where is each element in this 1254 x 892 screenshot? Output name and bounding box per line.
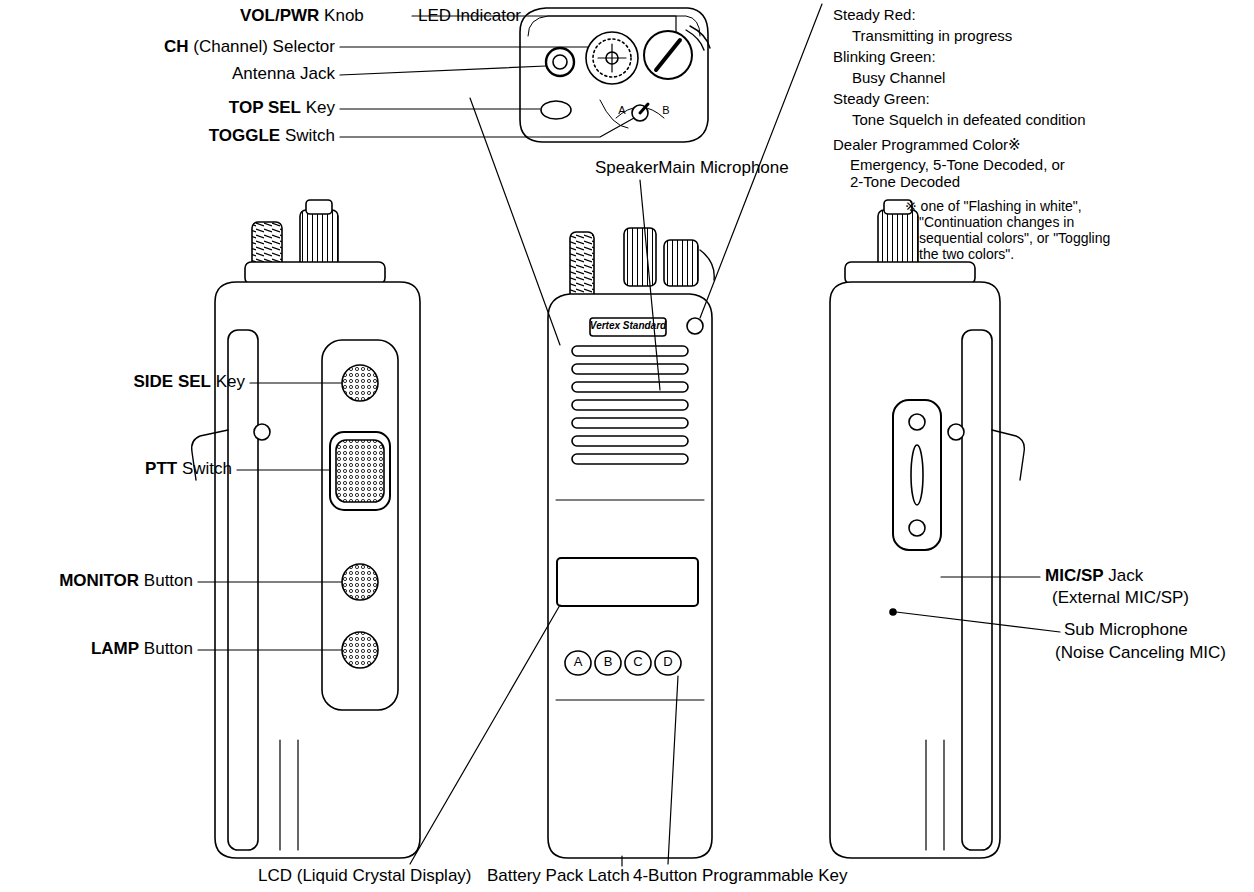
callout-text-group: B (662, 104, 669, 117)
part-label: Jack (1108, 566, 1143, 585)
part-label: (Channel) Selector (193, 37, 335, 56)
part-label: Key (216, 372, 245, 391)
part-label: Battery Pack Latch (487, 866, 630, 885)
callout-text-group: LAMP Button (91, 639, 193, 659)
front-view (548, 228, 714, 858)
left-side-view (192, 200, 420, 858)
footnote: ※ one of "Flashing in white", "Continuat… (905, 198, 1110, 262)
button-letter: D (663, 654, 672, 669)
callout-text-group: PTT Switch (145, 459, 232, 479)
part-label: 4-Button Programmable Key (633, 866, 848, 885)
part-label: TOGGLE (209, 126, 280, 145)
led-legend-text: Busy Channel (852, 69, 945, 86)
callout-text-group: Battery Pack Latch (487, 866, 630, 886)
callout-text-group: Busy Channel (852, 69, 945, 86)
callout-text-group: Dealer Programmed Color※ (833, 136, 1021, 153)
part-label: PTT (145, 459, 177, 478)
callout-text-group: (External MIC/SP) (1052, 588, 1189, 608)
callout-text-group: SIDE SEL Key (133, 372, 245, 392)
callout-text-group: MONITOR Button (59, 571, 193, 591)
brand-badge: Vertex Standard (590, 320, 666, 331)
led-legend-text: Steady Red: (833, 6, 916, 23)
part-label: LCD (Liquid Crystal Display) (258, 866, 472, 885)
callout-text-group: LCD (Liquid Crystal Display) (258, 866, 472, 886)
switch-position: A (618, 104, 625, 116)
part-label: Main Microphone (658, 158, 788, 177)
callout-text-group: TOGGLE Switch (209, 126, 335, 146)
callout-text-group: MIC/SPJack (1045, 566, 1143, 586)
button-letter: C (633, 654, 642, 669)
callout-text-group: SpeakerMain Microphone (595, 158, 789, 178)
callout-text-group: D (663, 655, 672, 670)
callout-text-group: 4-Button Programmable Key (633, 866, 848, 886)
part-label: MIC/SP (1045, 566, 1104, 585)
part-label: LED Indicator (418, 6, 521, 25)
part-label: Speaker (595, 158, 658, 177)
callout-text-group: (Noise Canceling MIC) (1055, 643, 1226, 663)
part-label: (External MIC/SP) (1052, 588, 1189, 607)
part-label: VOL/PWR (240, 6, 319, 25)
callout-text-group: VOL/PWR Knob (240, 6, 364, 26)
callout-text-group: Steady Red: (833, 6, 916, 23)
callout-text-group: Vertex Standard (590, 320, 666, 332)
led-legend-text: Dealer Programmed Color※ (833, 136, 1021, 153)
part-label: Button (144, 639, 193, 658)
callout-text-group: B (604, 655, 613, 670)
callout-text-group: TOP SEL Key (229, 98, 335, 118)
callout-text-group: Steady Green: (833, 90, 930, 107)
callout-text-group: Blinking Green: (833, 48, 936, 65)
part-label: Antenna Jack (232, 64, 335, 83)
led-legend-text: Transmitting in progress (852, 27, 1012, 44)
callout-text-group: A (574, 655, 583, 670)
callout-text-group: Antenna Jack (232, 64, 335, 84)
part-label: SIDE SEL (133, 372, 210, 391)
part-label: CH (164, 37, 189, 56)
callout-text-group: Transmitting in progress (852, 27, 1012, 44)
part-label: Switch (182, 459, 232, 478)
led-legend-text: Tone Squelch in defeated condition (852, 111, 1086, 128)
switch-position: B (662, 104, 669, 116)
callout-text-group: C (633, 655, 642, 670)
part-label: Switch (285, 126, 335, 145)
part-label: TOP SEL (229, 98, 301, 117)
callout-text-group: CH(Channel) Selector (164, 37, 335, 57)
part-label: Sub Microphone (1064, 620, 1188, 639)
part-label: LAMP (91, 639, 139, 658)
part-label: MONITOR (59, 571, 139, 590)
callout-text-group: Tone Squelch in defeated condition (852, 111, 1086, 128)
part-label: (Noise Canceling MIC) (1055, 643, 1226, 662)
part-label: Key (306, 98, 335, 117)
callout-text-group: Sub Microphone (1064, 620, 1188, 640)
callout-text-group: A (618, 104, 625, 117)
button-letter: A (574, 654, 583, 669)
led-legend-text: Emergency, 5-Tone Decoded, or 2-Tone Dec… (850, 156, 1065, 190)
callout-text-group: ※ one of "Flashing in white", "Continuat… (905, 198, 1124, 262)
top-view (520, 8, 710, 142)
leader-lines (198, 4, 1060, 866)
callout-text-group: Emergency, 5-Tone Decoded, or 2-Tone Dec… (850, 156, 1072, 191)
led-legend-text: Steady Green: (833, 90, 930, 107)
callout-text-group: LED Indicator (418, 6, 521, 26)
button-letter: B (604, 654, 613, 669)
part-label: Knob (324, 6, 364, 25)
right-side-view (830, 200, 1024, 858)
part-label: Button (144, 571, 193, 590)
led-legend-text: Blinking Green: (833, 48, 936, 65)
